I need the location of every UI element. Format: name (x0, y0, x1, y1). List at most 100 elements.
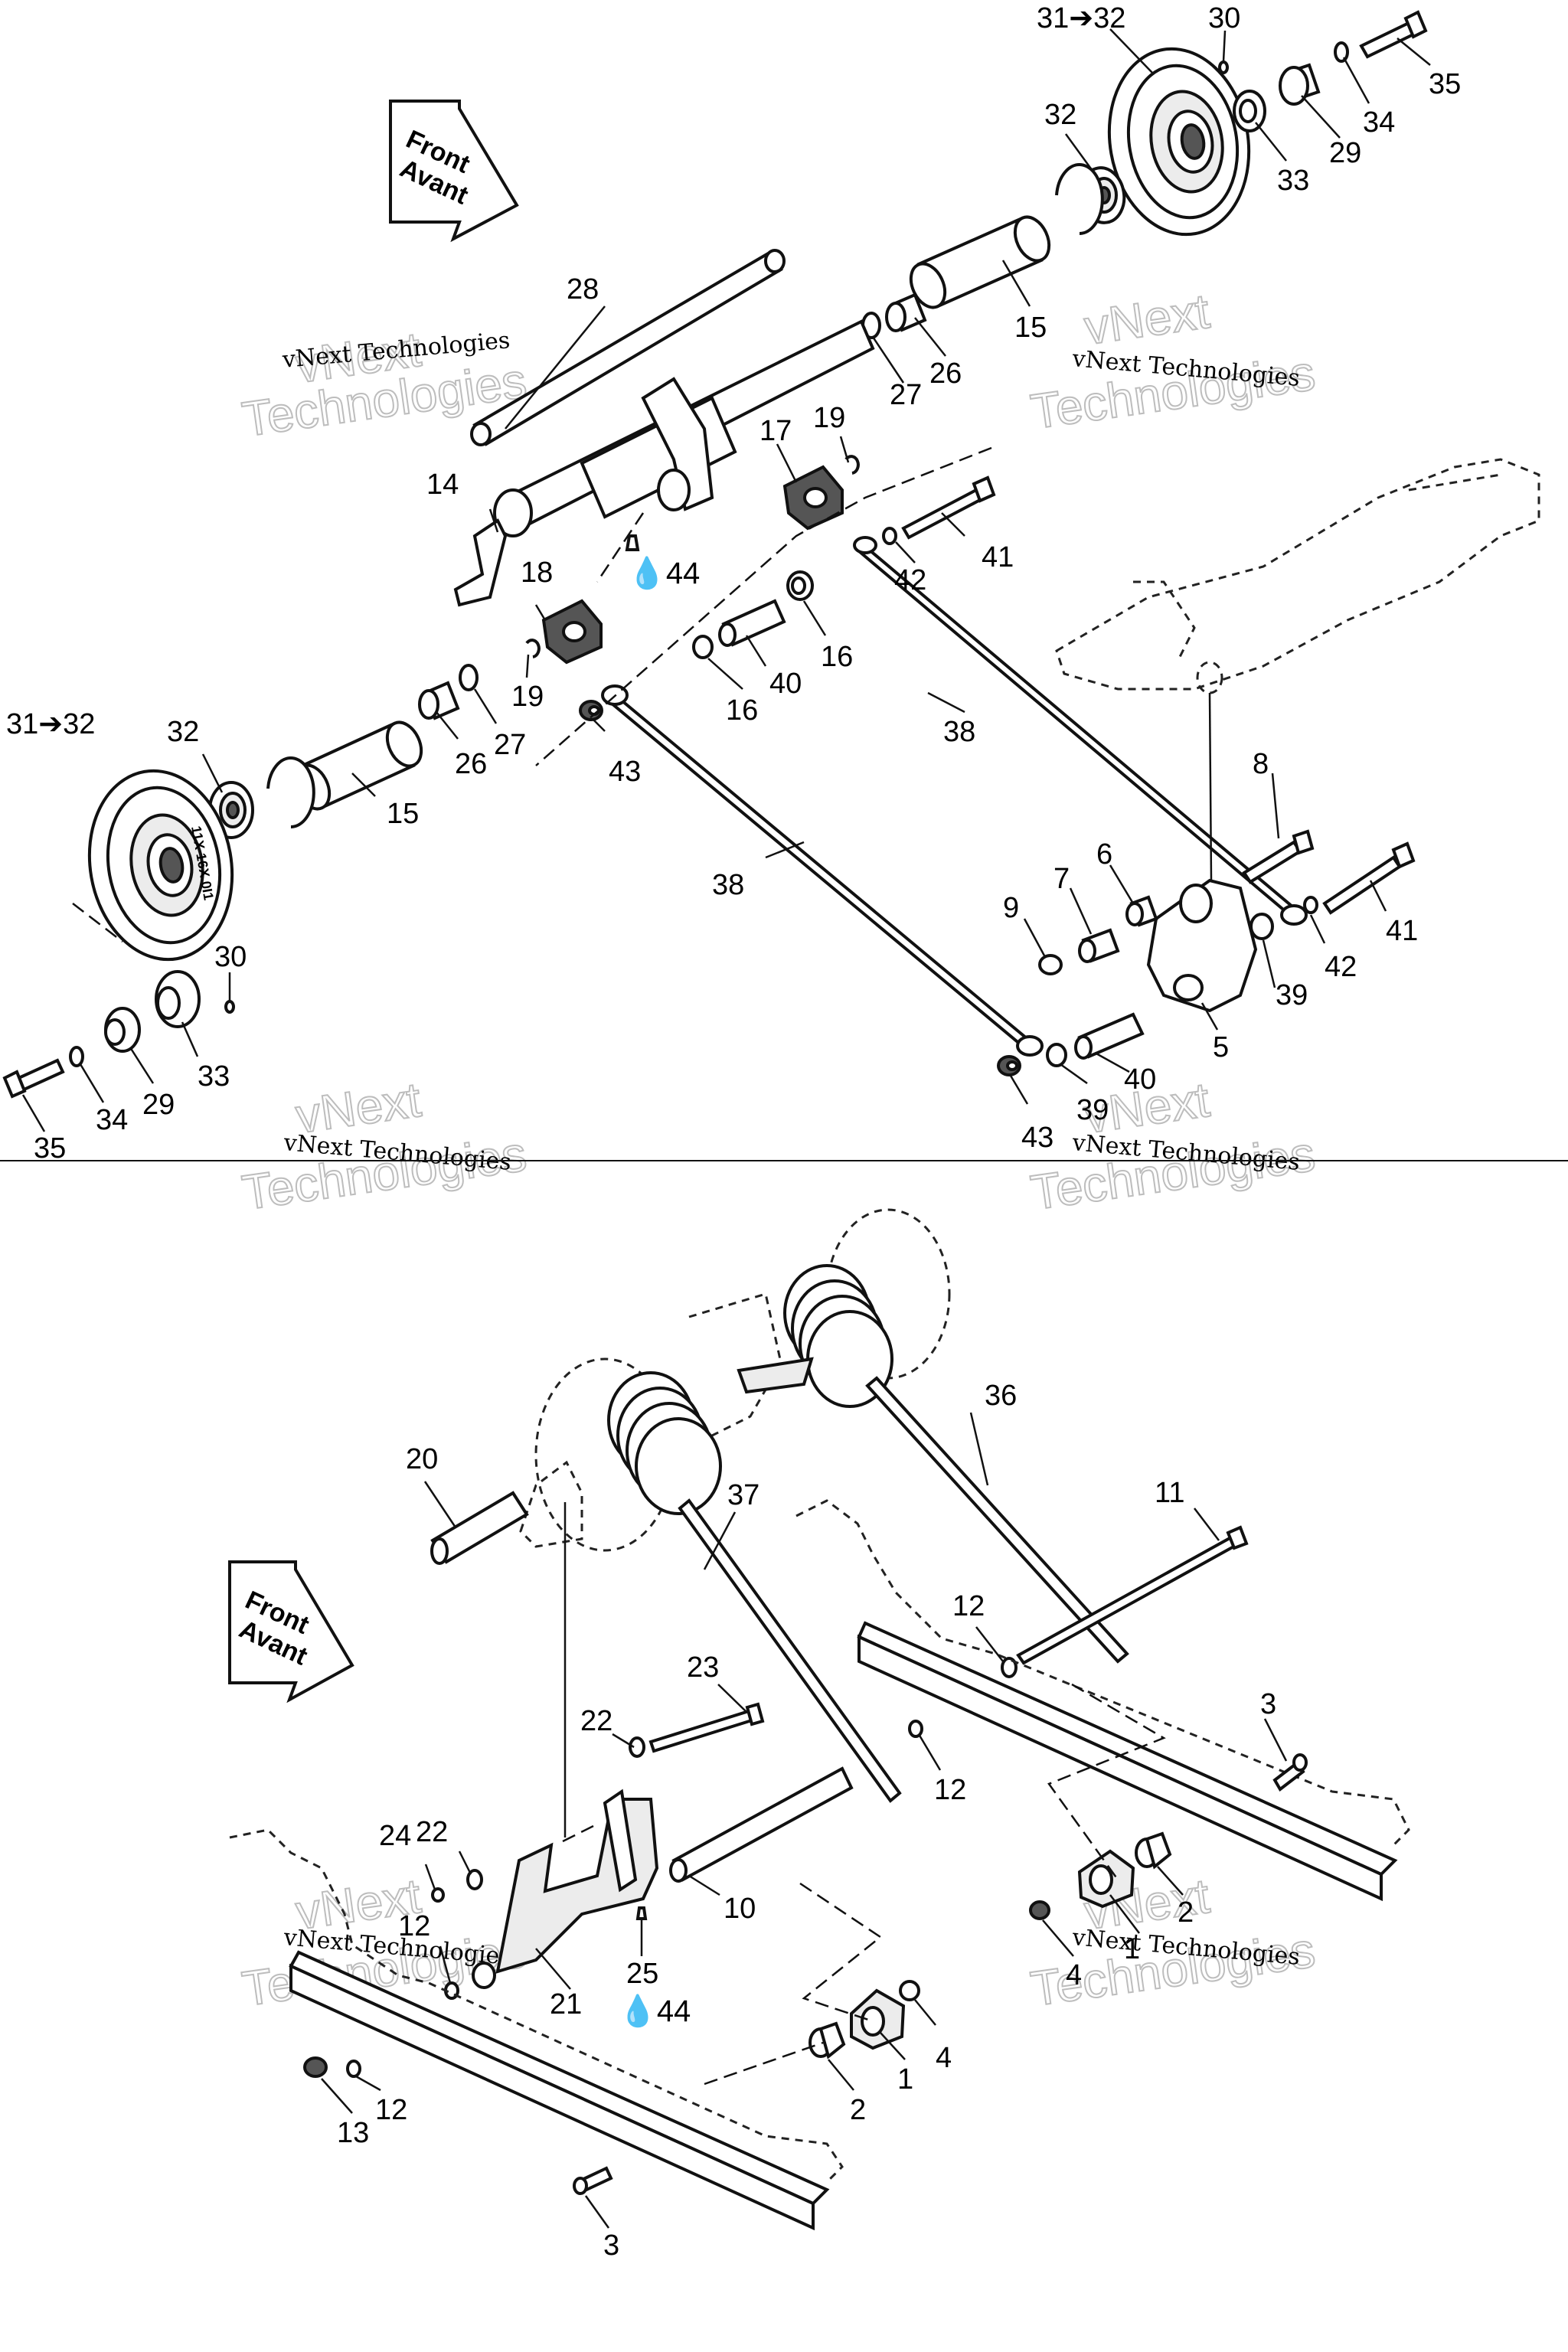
callout-40: 40 (769, 668, 802, 700)
callout-26-left: 26 (455, 748, 487, 780)
nut-24 (431, 1887, 445, 1903)
callout-31-32: 31➔32 (1037, 2, 1125, 34)
ring-27-left (459, 664, 479, 691)
callout-7: 7 (1054, 863, 1070, 895)
callout-21: 21 (550, 1988, 582, 2020)
callout-16: 16 (821, 641, 853, 673)
callout-36: 36 (985, 1380, 1017, 1412)
callout-28: 28 (567, 273, 599, 305)
callout-4-left: 4 (936, 2042, 952, 2074)
callout-43-lower: 43 (1021, 1122, 1054, 1154)
leader-lines (21, 28, 1431, 2229)
clip-19-lower (525, 639, 541, 658)
watermark-big: vNext (1081, 283, 1213, 355)
shaft-23 (648, 1702, 765, 1753)
callout-12-right: 12 (934, 1774, 966, 1806)
bolt-3-right (1272, 1753, 1308, 1792)
nut-13 (303, 2056, 328, 2078)
callout-39-upper: 39 (1276, 979, 1308, 1011)
spacer-29-left (104, 1007, 141, 1053)
assembly-line (596, 512, 645, 583)
screw-30-right (1218, 60, 1229, 74)
callout-27: 27 (890, 379, 922, 411)
callout-6: 6 (1096, 838, 1112, 871)
callout-41-lower: 41 (1386, 915, 1418, 947)
cross-shaft-14 (453, 319, 875, 607)
washer-34-right (1334, 41, 1349, 63)
watermark-mid-right: vNext Technologies vNext Technologies (1027, 1071, 1319, 1221)
spacer-15-right (909, 215, 1051, 309)
bracket-21 (472, 1788, 659, 1989)
spring-arm-37 (678, 1498, 902, 1803)
callout-40-lower: 40 (1124, 1063, 1156, 1096)
callout-43-upper: 43 (609, 756, 641, 788)
front-arrow-top: Front Avant (389, 100, 519, 243)
callout-5: 5 (1213, 1031, 1229, 1063)
callout-19-lower: 19 (511, 681, 544, 713)
bolt-35-left (2, 1058, 65, 1099)
callout-17: 17 (760, 415, 792, 447)
assembly-line (535, 446, 992, 766)
callout-1-left: 1 (897, 2063, 913, 2096)
callout-44-bottom: 💧44 (619, 1993, 691, 2028)
callout-16-small: 16 (726, 694, 758, 727)
grease-fitting (625, 534, 640, 551)
callout-25: 25 (626, 1958, 658, 1990)
callout-labels-bottom: 36 37 20 11 12 3 12 23 22 10 22 24 12 21… (337, 1380, 1276, 2262)
screw-30-left (224, 1000, 235, 1014)
callout-29: 29 (1329, 137, 1361, 169)
callout-14: 14 (426, 469, 459, 501)
callout-42: 42 (894, 564, 926, 596)
callout-24: 24 (379, 1820, 411, 1852)
nut-4-right (1029, 1900, 1050, 1920)
circlip-left (266, 756, 315, 828)
swing-arm-ghost (1055, 458, 1540, 694)
block-5 (1146, 878, 1258, 1013)
callout-30-left: 30 (214, 941, 247, 973)
callout-32-left: 32 (167, 716, 199, 748)
callout-42-lower: 42 (1325, 951, 1357, 983)
callout-39-lower: 39 (1076, 1094, 1109, 1126)
ring-39-upper (1250, 913, 1274, 940)
washer-12-left (346, 2060, 361, 2078)
watermark-bottom-right: vNext Technologies vNext Technologies (1027, 1867, 1319, 2017)
washer-22-right (629, 1736, 645, 1758)
assembly-line (72, 903, 123, 942)
spring-left (607, 1371, 722, 1515)
bolt-8 (1242, 829, 1315, 884)
callout-19: 19 (813, 402, 845, 434)
left-runner-rail (229, 1828, 844, 2231)
callout-30: 30 (1208, 2, 1240, 34)
front-arrow-bottom: Front Avant (228, 1560, 354, 1704)
bushing-16-small (692, 635, 714, 659)
bushing-33-left (155, 970, 201, 1028)
callout-32: 32 (1044, 99, 1076, 131)
spacer-29-right (1279, 63, 1321, 106)
callout-10: 10 (724, 1893, 756, 1925)
right-runner-rail (795, 1499, 1410, 1902)
nut-43-lower (997, 1055, 1021, 1076)
callout-38-lower: 38 (712, 869, 744, 901)
shaft-10 (669, 1766, 854, 1883)
callout-2-left: 2 (850, 2094, 866, 2126)
callout-3-right: 3 (1260, 1688, 1276, 1720)
assembly-line (1047, 1683, 1166, 1880)
callout-44-top: 💧44 (628, 555, 700, 590)
nut-9 (1038, 954, 1063, 975)
assembly-line (704, 2041, 824, 2086)
callout-12-mid: 12 (398, 1910, 430, 1942)
bushing-6 (1125, 895, 1158, 927)
callout-8: 8 (1253, 748, 1269, 780)
bushing-26-left (418, 681, 460, 720)
callout-34-left: 34 (96, 1104, 128, 1136)
idler-wheel-left: 11X 16X 0I1 (87, 769, 234, 962)
sleeve-7 (1078, 928, 1120, 963)
washer-12-right (908, 1720, 923, 1738)
callout-29-left: 29 (142, 1089, 175, 1121)
bushing-2-left (808, 2021, 846, 2060)
washer-22-left (466, 1869, 483, 1890)
block-18 (541, 599, 603, 665)
bushing-2-right (1135, 1831, 1172, 1870)
bolt-35-right (1359, 10, 1428, 59)
